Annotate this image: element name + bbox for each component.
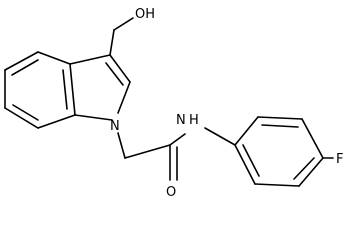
bond-ch2-c3	[109, 29, 115, 56]
bond-c4-c5-double	[293, 157, 315, 180]
bond-c1-c2	[234, 116, 259, 146]
bond-c6-c1	[234, 144, 256, 185]
bond-c4-c5	[298, 157, 324, 187]
bond-carbonyl-n	[169, 133, 186, 146]
bond-ch2-carbonyl	[124, 144, 171, 159]
bond-c7-c7a	[37, 114, 76, 129]
bond-c2-c3	[257, 116, 303, 120]
indole-ring: N	[4, 51, 131, 134]
chemical-structure-diagram: OH N O N H	[4, 7, 343, 200]
bond-c4-c5	[4, 51, 39, 71]
bond-c3-c2	[109, 54, 131, 83]
bond-n1-ch2	[117, 132, 126, 159]
bond-c3-c4	[301, 118, 324, 159]
bond-c3a-c4	[37, 51, 71, 65]
bond-c2-c3-double	[261, 124, 299, 128]
bond-n-c1	[204, 127, 236, 146]
bond-c6-c7-double	[12, 104, 39, 121]
acetamide-linker: O N H	[117, 113, 199, 200]
bond-c3-c2-double	[105, 62, 124, 86]
bond-c6-c1-double	[242, 144, 260, 177]
bond-c5-c6	[254, 183, 300, 187]
bond-c4-c5-double	[11, 59, 39, 76]
bond-c3a-c7a-double	[62, 69, 68, 110]
bond-n1-c7a	[74, 114, 113, 121]
bond-o-ch2	[113, 17, 134, 31]
fluorophenyl-ring: F	[204, 116, 343, 187]
amide-hydrogen-label: H	[189, 113, 199, 128]
indole-nitrogen-label: N	[110, 119, 120, 134]
carbonyl-oxygen-label: O	[166, 185, 176, 200]
bond-c6-c7	[4, 107, 39, 129]
bond-c3-c3a	[69, 54, 111, 65]
bond-c2-n1	[117, 81, 131, 114]
fluorine-label: F	[336, 152, 343, 167]
amide-nitrogen-label: N	[176, 113, 186, 128]
hydroxymethyl-group: OH	[109, 7, 155, 56]
bond-c3a-c7a	[69, 63, 76, 116]
hydroxyl-label: OH	[135, 7, 155, 22]
